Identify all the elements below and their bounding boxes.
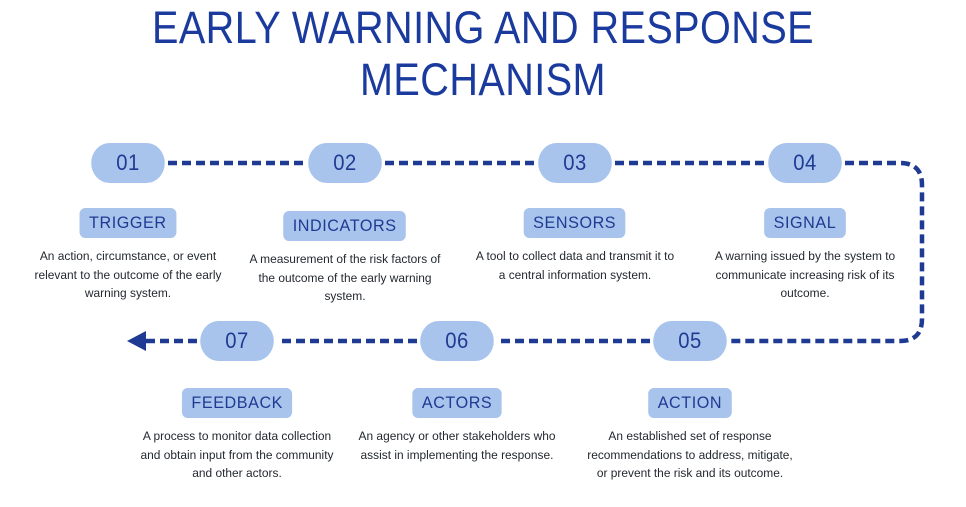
step-03: SENSORS A tool to collect data and trans… xyxy=(460,208,690,284)
step-label-indicators[interactable]: INDICATORS xyxy=(283,211,407,241)
step-label-trigger[interactable]: TRIGGER xyxy=(79,208,177,238)
step-number-05[interactable]: 05 xyxy=(653,321,727,361)
step-description-actors: An agency or other stakeholders who assi… xyxy=(358,429,556,462)
step-label-signal[interactable]: SIGNAL xyxy=(764,208,846,238)
arrow-left-icon xyxy=(127,331,146,351)
step-description-trigger: An action, circumstance, or event releva… xyxy=(34,249,222,300)
step-number-02[interactable]: 02 xyxy=(308,143,382,183)
step-number-04[interactable]: 04 xyxy=(768,143,842,183)
step-04: SIGNAL A warning issued by the system to… xyxy=(690,208,920,303)
step-05: ACTION An established set of response re… xyxy=(575,388,805,483)
step-label-actors[interactable]: ACTORS xyxy=(412,388,502,418)
step-01: TRIGGER An action, circumstance, or even… xyxy=(13,208,243,303)
step-description-action: An established set of response recommend… xyxy=(587,429,793,480)
step-07: FEEDBACK A process to monitor data colle… xyxy=(122,388,352,483)
step-description-signal: A warning issued by the system to commun… xyxy=(714,249,896,300)
step-number-01[interactable]: 01 xyxy=(91,143,165,183)
step-number-03[interactable]: 03 xyxy=(538,143,612,183)
step-description-feedback: A process to monitor data collection and… xyxy=(140,429,334,480)
step-number-07[interactable]: 07 xyxy=(200,321,274,361)
step-label-sensors[interactable]: SENSORS xyxy=(524,208,626,238)
step-label-action[interactable]: ACTION xyxy=(648,388,732,418)
step-label-feedback[interactable]: FEEDBACK xyxy=(181,388,293,418)
page-title: EARLY WARNING AND RESPONSE MECHANISM xyxy=(151,2,815,105)
step-02: INDICATORS A measurement of the risk fac… xyxy=(230,211,460,306)
step-number-06[interactable]: 06 xyxy=(420,321,494,361)
step-06: ACTORS An agency or other stakeholders w… xyxy=(342,388,572,464)
step-description-indicators: A measurement of the risk factors of the… xyxy=(249,252,441,303)
step-description-sensors: A tool to collect data and transmit it t… xyxy=(475,249,675,282)
